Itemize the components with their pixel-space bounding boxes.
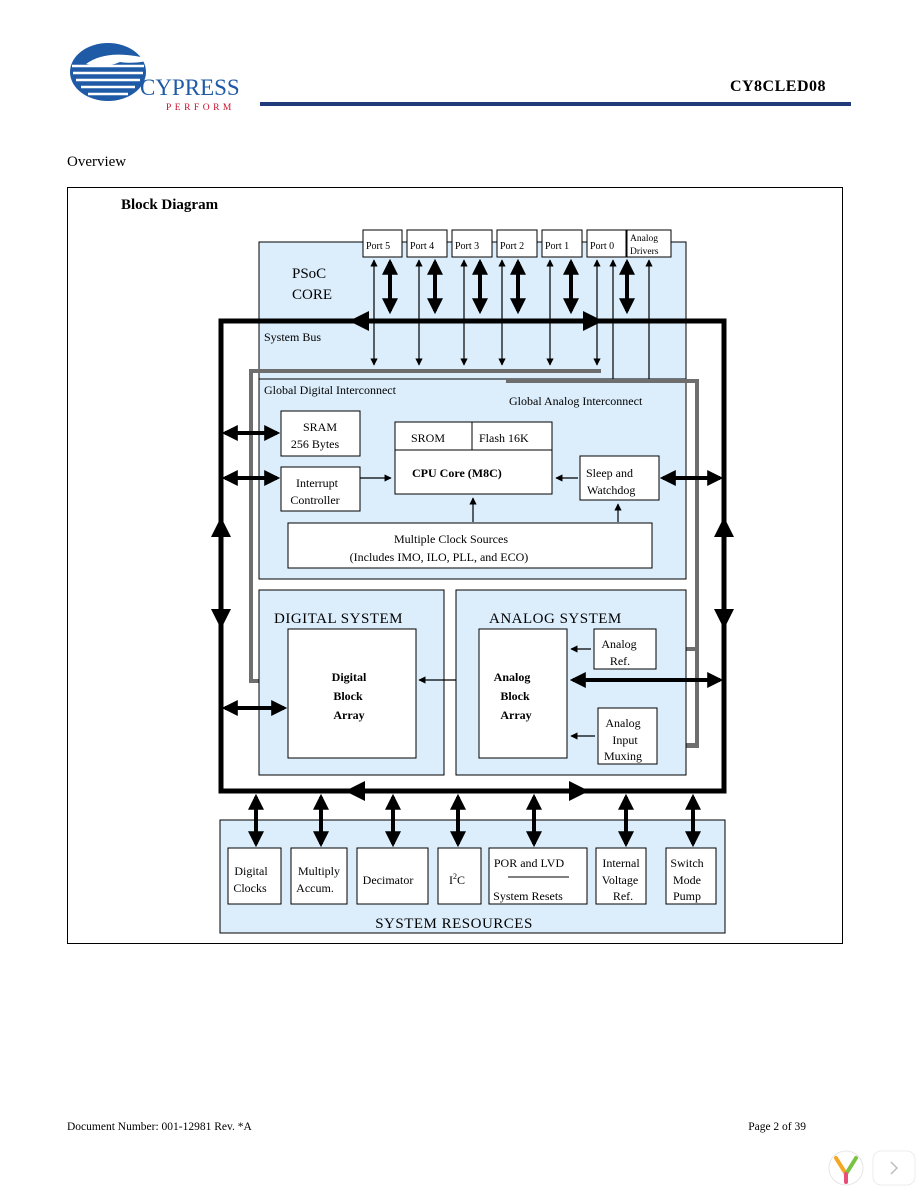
switch-mode-label-1: Switch <box>670 856 703 870</box>
multiply-accum-box <box>290 847 348 905</box>
internal-voltage-label-3: Ref. <box>613 889 633 903</box>
digital-system-label: DIGITAL SYSTEM <box>274 611 403 627</box>
sram-label-2: 256 Bytes <box>291 437 340 451</box>
port-4-label: Port 4 <box>410 241 434 252</box>
internal-voltage-label-1: Internal <box>602 856 640 870</box>
digital-block-label-2: Block <box>333 689 363 703</box>
analog-input-label-2: Input <box>612 733 638 747</box>
clock-sources-label-1: Multiple Clock Sources <box>394 532 508 546</box>
srom-label: SROM <box>411 431 445 445</box>
port-0-box <box>586 229 627 258</box>
diagram-title: Block Diagram <box>121 197 219 213</box>
analog-drivers-label-1: Analog <box>630 234 658 244</box>
port-3-box <box>451 229 493 258</box>
system-resources-label: SYSTEM RESOURCES <box>375 916 533 932</box>
analog-system-label: ANALOG SYSTEM <box>489 611 622 627</box>
analog-ref-label-1: Analog <box>601 637 636 651</box>
multiply-label-1: Multiply <box>298 864 340 878</box>
digital-block-label-3: Array <box>333 708 364 722</box>
analog-ref-box <box>593 628 657 670</box>
logo-wordmark: CYPRESS <box>140 75 240 100</box>
digital-block-label-1: Digital <box>332 670 367 684</box>
part-number: CY8CLED08 <box>729 78 826 95</box>
digital-block-array-box <box>287 628 417 759</box>
viewer-logo-icon[interactable] <box>824 1148 868 1186</box>
next-page-icon[interactable] <box>872 1150 916 1186</box>
flash-label: Flash 16K <box>479 431 529 445</box>
port-4-box <box>406 229 448 258</box>
block-diagram-frame: Block Diagram PSoC CORE Port 5 Port 4 Po… <box>67 187 843 944</box>
analog-block-array-box <box>478 628 568 759</box>
analog-input-muxing-box <box>597 707 658 765</box>
analog-drivers-box <box>626 229 672 258</box>
digital-clocks-label-1: Digital <box>234 864 268 878</box>
sram-box <box>280 410 361 457</box>
page-number: Page 2 of 39 <box>748 1121 806 1133</box>
port-2-box <box>496 229 538 258</box>
analog-drivers-label-2: Drivers <box>630 247 659 257</box>
analog-block-label-3: Array <box>500 708 531 722</box>
internal-voltage-box <box>595 847 647 905</box>
multiply-label-2: Accum. <box>296 881 334 895</box>
switch-mode-label-2: Mode <box>673 873 701 887</box>
cpu-core-box <box>394 421 553 495</box>
analog-block-label-2: Block <box>500 689 530 703</box>
port-5-label: Port 5 <box>366 241 390 252</box>
port-5-box <box>362 229 403 258</box>
cypress-logo: CYPRESS PERFORM <box>66 40 246 115</box>
decimator-box <box>356 847 429 905</box>
internal-voltage-label-2: Voltage <box>602 873 638 887</box>
resource-connectors <box>248 793 701 848</box>
analog-input-label-1: Analog <box>605 716 640 730</box>
clock-sources-label-2: (Includes IMO, ILO, PLL, and ECO) <box>350 550 529 564</box>
sram-label-1: SRAM <box>303 420 337 434</box>
switch-mode-label-3: Pump <box>673 889 701 903</box>
port-1-label: Port 1 <box>545 241 569 252</box>
system-resets-label: System Resets <box>493 889 563 903</box>
interrupt-label-2: Controller <box>290 493 339 507</box>
document-number: Document Number: 001-12981 Rev. *A <box>67 1121 252 1133</box>
port-3-label: Port 3 <box>455 241 479 252</box>
digital-clocks-box <box>227 847 282 905</box>
block-diagram: Block Diagram PSoC CORE Port 5 Port 4 Po… <box>121 197 734 934</box>
system-bus-label: System Bus <box>264 330 321 344</box>
sleep-label-2: Watchdog <box>587 483 635 497</box>
por-lvd-box <box>488 847 588 905</box>
interrupt-label-1: Interrupt <box>296 476 339 490</box>
psoc-core-label-1: PSoC <box>292 266 326 282</box>
global-analog-label: Global Analog Interconnect <box>509 394 643 408</box>
i2c-box <box>437 847 482 905</box>
section-title: Overview <box>67 154 127 170</box>
clock-sources-box <box>287 522 653 569</box>
port-0-label: Port 0 <box>590 241 614 252</box>
digital-clocks-label-2: Clocks <box>233 881 267 895</box>
analog-ref-label-2: Ref. <box>610 654 630 668</box>
interrupt-controller-box <box>280 466 361 512</box>
analog-block-label-1: Analog <box>494 670 531 684</box>
analog-input-label-3: Muxing <box>604 749 642 763</box>
global-digital-label: Global Digital Interconnect <box>264 383 397 397</box>
sleep-watchdog-box <box>579 455 660 501</box>
por-lvd-label: POR and LVD <box>494 856 565 870</box>
decimator-label: Decimator <box>363 873 414 887</box>
ports-row: Port 5 Port 4 Port 3 Port 2 Port 1 Port … <box>362 229 672 258</box>
sleep-label-1: Sleep and <box>586 466 633 480</box>
cpu-core-label: CPU Core (M8C) <box>412 466 502 480</box>
port-1-box <box>541 229 583 258</box>
header-rule <box>260 102 851 106</box>
switch-mode-pump-box <box>665 847 717 905</box>
logo-tagline: PERFORM <box>166 103 235 113</box>
port-2-label: Port 2 <box>500 241 524 252</box>
i2c-label: I2C <box>449 872 465 887</box>
psoc-core-label-2: CORE <box>292 287 332 303</box>
